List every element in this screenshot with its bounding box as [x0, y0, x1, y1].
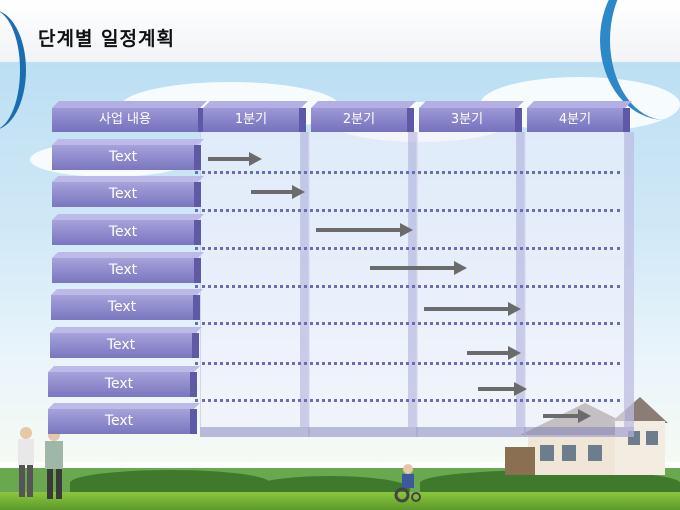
- schedule-arrow-5: [424, 302, 522, 316]
- header-cell-business: 사업 내용: [52, 108, 198, 132]
- header-cell-q1: 1분기: [203, 108, 299, 132]
- quarter-column-3-side: [516, 132, 526, 427]
- row-label-8: Text: [48, 409, 190, 434]
- row-label-2: Text: [52, 182, 194, 207]
- quarter-column-1: [200, 132, 301, 427]
- header-cell-q3: 3분기: [419, 108, 515, 132]
- row-divider: [195, 171, 620, 174]
- row-divider: [195, 247, 620, 250]
- row-label-4: Text: [52, 258, 194, 283]
- row-divider: [195, 399, 620, 402]
- header-cell-q4: 4분기: [527, 108, 623, 132]
- schedule-arrow-1: [208, 152, 262, 166]
- elderly-couple-illustration: [18, 427, 63, 499]
- schedule-arrow-6: [467, 346, 522, 360]
- wheelchair-person-illustration: [394, 464, 421, 503]
- row-label-5: Text: [51, 295, 193, 320]
- slide-header: [0, 0, 680, 62]
- quarter-column-3: [416, 132, 517, 427]
- row-divider: [195, 285, 620, 288]
- row-label-3: Text: [52, 220, 194, 245]
- row-divider: [195, 322, 620, 325]
- quarter-column-2-side: [408, 132, 418, 427]
- schedule-arrow-3: [316, 223, 414, 237]
- quarter-column-4: [524, 132, 625, 427]
- quarter-column-1-side: [300, 132, 310, 427]
- schedule-arrow-4: [370, 261, 468, 275]
- schedule-arrow-7: [478, 382, 527, 396]
- decorative-swoosh-right: [600, 0, 680, 120]
- hedge-left: [70, 470, 270, 496]
- grass: [0, 492, 680, 510]
- decorative-swoosh-left: [0, 10, 26, 130]
- quarter-column-2-base: [308, 427, 418, 437]
- quarter-column-1-base: [200, 427, 310, 437]
- row-label-6: Text: [50, 333, 192, 358]
- quarter-column-3-base: [416, 427, 526, 437]
- slide-title: 단계별 일정계획: [38, 28, 175, 50]
- quarter-column-4-side: [624, 132, 634, 427]
- row-divider: [195, 362, 620, 365]
- schedule-arrow-8: [542, 409, 591, 423]
- row-divider: [195, 209, 620, 212]
- schedule-arrow-2: [251, 185, 306, 199]
- header-cell-q2: 2분기: [311, 108, 407, 132]
- row-label-7: Text: [48, 372, 190, 397]
- row-label-1: Text: [52, 145, 194, 170]
- quarter-column-4-base: [524, 427, 634, 437]
- quarter-column-2: [308, 132, 409, 427]
